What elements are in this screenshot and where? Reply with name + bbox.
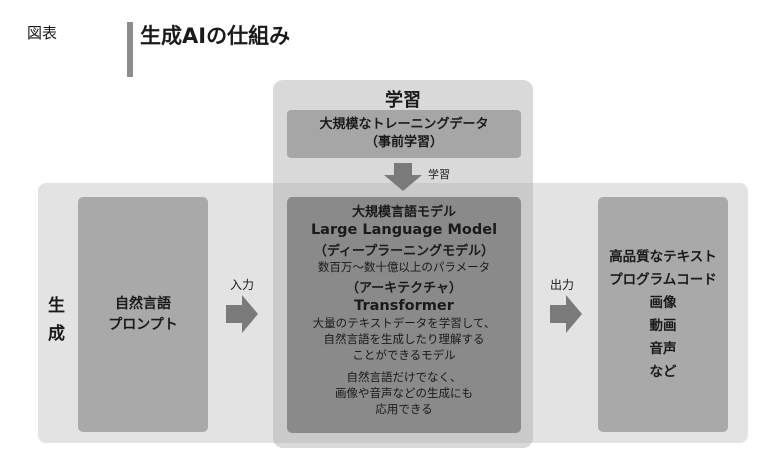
output-item-text: 高品質なテキスト — [609, 248, 717, 265]
output-item-code: プログラムコード — [609, 271, 717, 288]
output-item-etc: など — [649, 363, 677, 380]
training-data-box: 大規模なトレーニングデータ （事前学習） — [287, 110, 521, 158]
input-arrow-label: 入力 — [230, 278, 255, 292]
generation-label: 生 成 — [48, 292, 65, 348]
llm-title-ja: 大規模言語モデル — [351, 205, 456, 220]
output-right-arrow-icon — [550, 295, 582, 333]
llm-desc-line-2: 自然言語を生成したり理解する — [323, 332, 485, 346]
output-item-image: 画像 — [649, 294, 677, 311]
training-data-line-1: 大規模なトレーニングデータ — [319, 117, 489, 133]
learning-title: 学習 — [385, 90, 421, 111]
title-accent-bar — [127, 22, 133, 77]
output-item-audio: 音声 — [649, 340, 677, 357]
input-line-2: プロンプト — [108, 316, 178, 333]
llm-desc-line-3: ことができるモデル — [352, 348, 456, 362]
llm-desc-line-1: 大量のテキストデータを学習して、 — [312, 316, 496, 330]
llm-subtitle: （ディープラーニングモデル） — [313, 244, 495, 259]
output-item-video: 動画 — [649, 317, 677, 334]
output-arrow-label: 出力 — [550, 278, 575, 292]
input-prompt-box: 自然言語 プロンプト — [78, 197, 208, 432]
llm-box: 大規模言語モデル Large Language Model （ディープラーニング… — [287, 197, 521, 433]
input-right-arrow-icon — [226, 295, 258, 333]
page-title: 生成AIの仕組み — [140, 24, 291, 48]
generation-label-char-1: 生 — [48, 296, 65, 316]
header-label: 図表 — [27, 24, 58, 42]
llm-architecture-title: （アーキテクチャ） — [345, 281, 463, 296]
llm-title-en: Large Language Model — [310, 222, 498, 238]
llm-parameters: 数百万～数十億以上のパラメータ — [317, 260, 491, 274]
training-data-line-2: （事前学習） — [364, 135, 443, 150]
llm-note-line-3: 応用できる — [375, 402, 433, 416]
output-box: 高品質なテキスト プログラムコード 画像 動画 音声 など — [598, 197, 728, 432]
learning-arrow-label: 学習 — [428, 168, 450, 181]
llm-architecture-name: Transformer — [354, 298, 454, 314]
llm-note-line-2: 画像や音声などの生成にも — [335, 386, 473, 400]
generation-label-char-2: 成 — [48, 324, 65, 344]
learning-down-arrow-icon — [384, 163, 422, 191]
llm-note-line-1: 自然言語だけでなく、 — [346, 370, 462, 384]
input-line-1: 自然言語 — [115, 296, 171, 313]
